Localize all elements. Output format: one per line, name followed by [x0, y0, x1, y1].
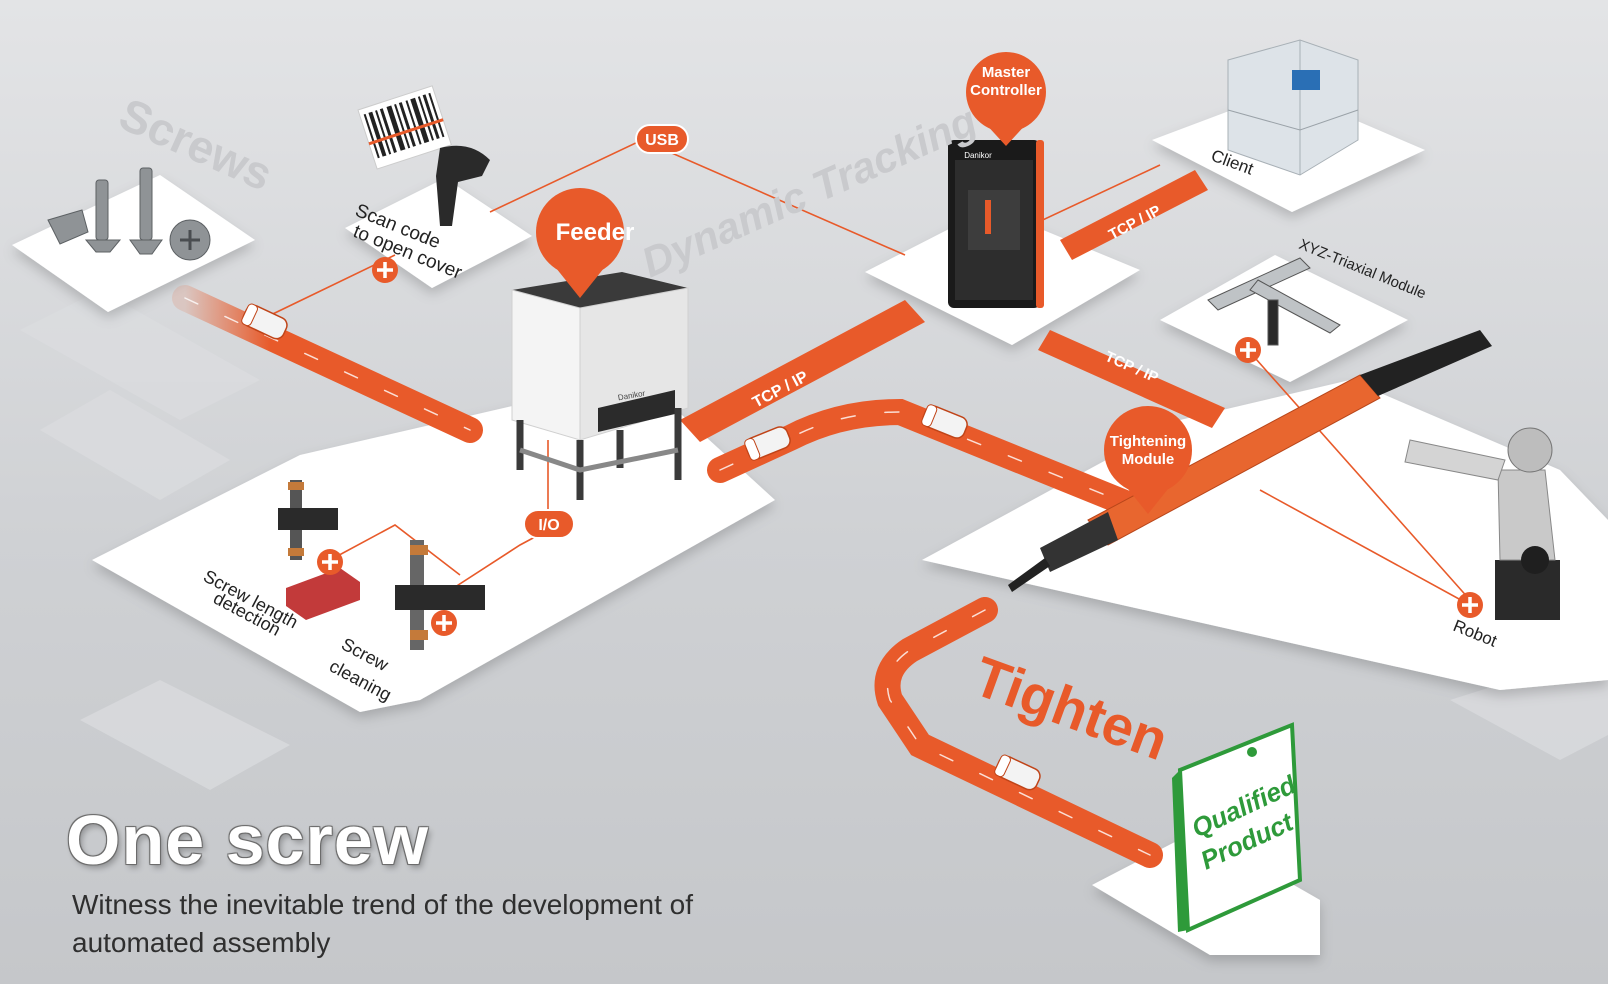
length-detection-device [278, 480, 360, 620]
flow-tube [172, 285, 1163, 868]
scan-platform [345, 178, 532, 288]
feeder-machine [511, 272, 689, 500]
barcode-scanner-icon [357, 85, 490, 226]
screws-label: Screws [112, 88, 280, 201]
tightening-label-1: Tightening [1110, 433, 1186, 450]
io-label: I/O [538, 517, 559, 534]
feeder-label: Feeder [556, 219, 635, 246]
screws-icon [47, 167, 211, 261]
tightening-rod [1008, 330, 1492, 592]
io-pill: I/O [523, 509, 575, 539]
robot-arm [1404, 427, 1560, 620]
headline: One screw [66, 801, 430, 879]
usb-pill: USB [635, 124, 689, 154]
cleaning-device [395, 540, 485, 650]
subline: Witness the inevitable trend of the deve… [72, 889, 694, 958]
plus-icon [1457, 592, 1483, 618]
qualified-product-tag: Qualified Product [1172, 722, 1303, 934]
xyz-platform [1160, 255, 1408, 382]
master-label-2: Controller [970, 82, 1042, 99]
brand-tablet: Danikor [964, 151, 992, 160]
usb-label: USB [645, 132, 679, 149]
feeder-pin [536, 188, 624, 298]
plus-icon [1235, 337, 1261, 363]
master-controller-tablet [948, 140, 1044, 308]
tube-screw-icons [241, 303, 1041, 791]
plus-icon [431, 610, 457, 636]
tightening-pin [1104, 406, 1192, 514]
tcp-bands [680, 170, 1225, 442]
master-pin [966, 52, 1046, 146]
xyz-module [1207, 257, 1341, 346]
plus-badges [317, 257, 1483, 636]
tightening-label-2: Module [1122, 451, 1175, 468]
tighten-label: Tighten [966, 644, 1177, 772]
feeder-platform [92, 395, 775, 712]
master-label-1: Master [982, 64, 1031, 81]
client-machine [1227, 39, 1359, 176]
plus-icon [372, 257, 398, 283]
plus-icon [317, 549, 343, 575]
